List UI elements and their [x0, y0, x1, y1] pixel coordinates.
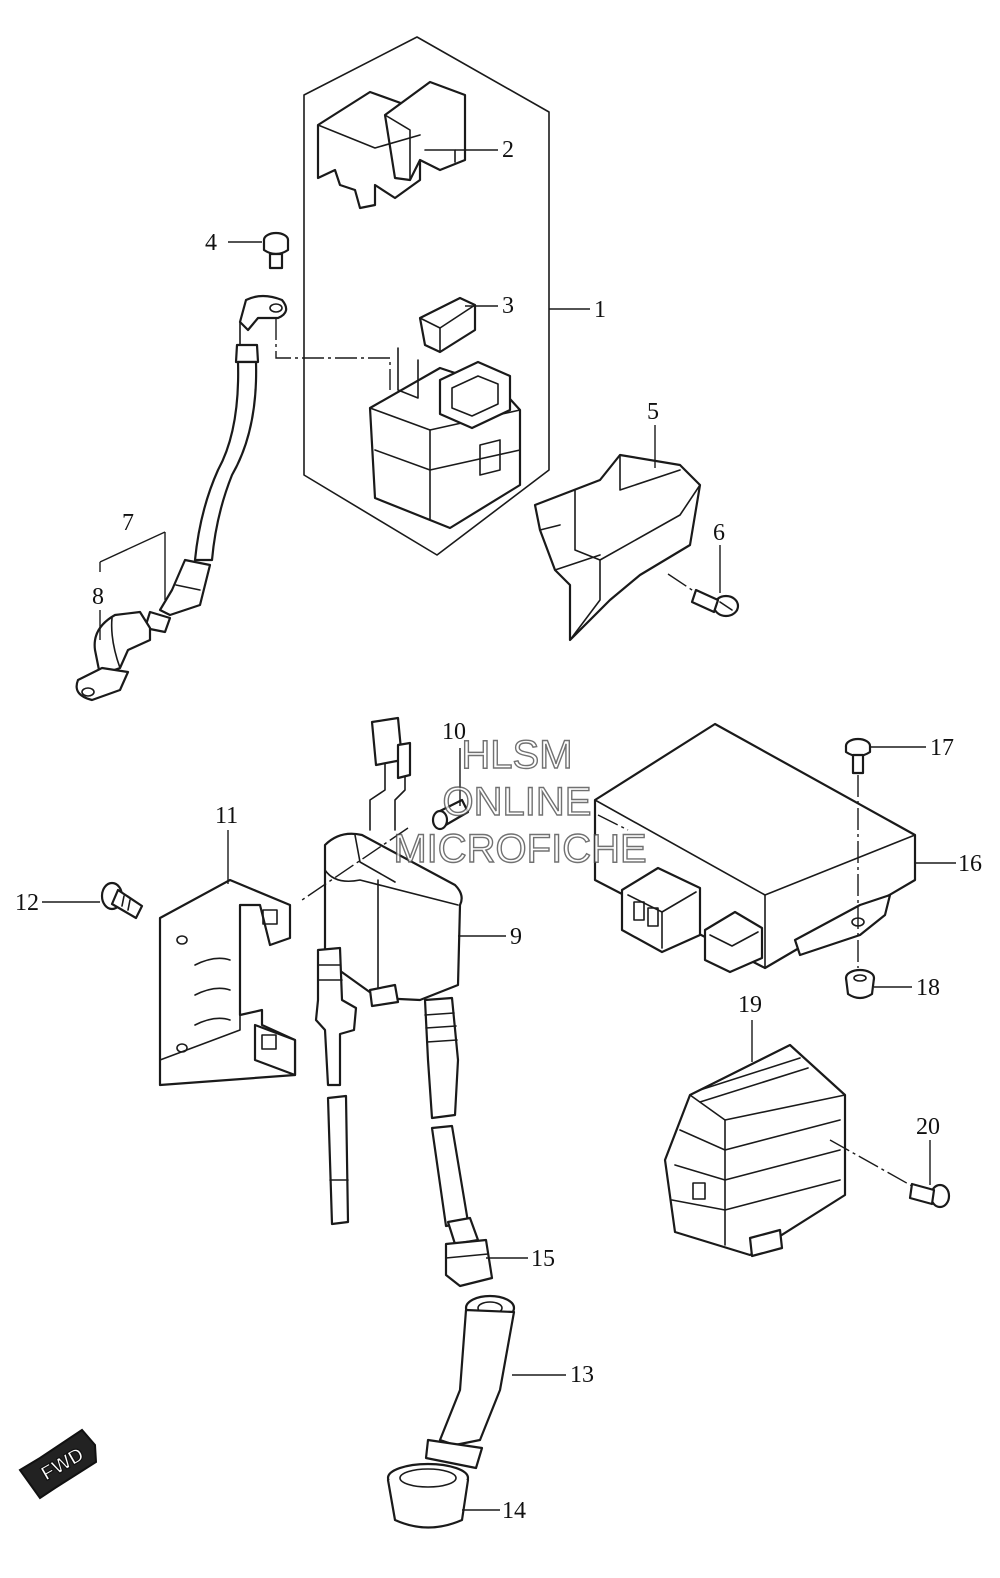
- part-10-screw: [431, 798, 470, 831]
- part-8-terminal-boot: [75, 610, 152, 702]
- part-2-relay-cover: [316, 80, 467, 210]
- callout-20: 20: [916, 1114, 940, 1140]
- watermark-line-1: HLSM: [461, 733, 572, 777]
- callout-14: 14: [502, 1498, 526, 1524]
- part-11-coil-bracket: [158, 878, 297, 1087]
- watermark-line-3: MICROFICHE: [393, 827, 646, 871]
- part-16-control-unit: [593, 722, 917, 974]
- fwd-direction-badge: FWD: [18, 1428, 98, 1500]
- part-17-screw: [844, 737, 872, 775]
- part-4-bolt: [262, 231, 290, 270]
- callout-11: 11: [215, 803, 238, 829]
- part-9-ignition-coil: [323, 716, 463, 1008]
- assembly-dash-lines: [275, 318, 913, 1187]
- callout-16: 16: [958, 851, 982, 877]
- callout-10: 10: [442, 719, 466, 745]
- callout-17: 17: [930, 735, 954, 761]
- part-19-regulator: [663, 1043, 847, 1258]
- part-1-fuse-box: [368, 347, 522, 530]
- callout-13: 13: [570, 1362, 594, 1388]
- callout-9: 9: [510, 924, 522, 950]
- callout-4: 4: [205, 230, 217, 256]
- battery-lead-wire: [143, 294, 288, 634]
- part-14-cap-cup: [386, 1462, 470, 1529]
- part-13-plug-boot: [424, 1294, 516, 1470]
- callout-12: 12: [15, 890, 39, 916]
- assembly-1-boundary: [303, 36, 550, 556]
- part-18-nut: [844, 968, 876, 1000]
- callout-19: 19: [738, 992, 762, 1018]
- callout-15: 15: [531, 1246, 555, 1272]
- fwd-arrow-icon: [18, 1428, 98, 1500]
- coil-lead-left: [314, 946, 358, 1226]
- callout-7: 7: [122, 510, 134, 536]
- watermark: HLSM ONLINE MICROFICHE: [393, 732, 648, 871]
- part-6-screw: [690, 588, 740, 618]
- callout-8: 8: [92, 584, 104, 610]
- callout-numbers: 1 2 3 4 5 6 7 8 9 10 11 12 13 14 15 16 1…: [15, 137, 982, 1524]
- leader-lines: [42, 149, 956, 1511]
- coil-lead-right: [423, 996, 480, 1246]
- callout-5: 5: [647, 399, 659, 425]
- callout-3: 3: [502, 293, 514, 319]
- part-12-bolt: [100, 881, 144, 920]
- callout-18: 18: [916, 975, 940, 1001]
- part-3-fuse: [418, 296, 477, 354]
- callout-2: 2: [502, 137, 514, 163]
- part-15-plug-cap: [444, 1238, 494, 1288]
- part-20-screw: [908, 1182, 951, 1209]
- callout-6: 6: [713, 520, 725, 546]
- part-5-bracket: [533, 453, 702, 642]
- watermark-line-2: ONLINE: [443, 780, 592, 824]
- callout-1: 1: [594, 297, 606, 323]
